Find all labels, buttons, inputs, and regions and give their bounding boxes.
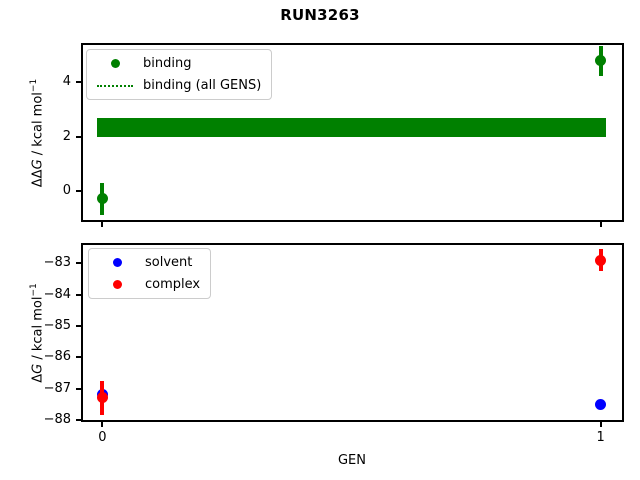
y-tick-mark	[76, 189, 81, 192]
y-tick-label: −88	[43, 411, 71, 427]
legend-label: binding	[143, 56, 192, 71]
y-tick-label: −86	[43, 349, 71, 365]
y-axis-label: ΔΔG / kcal mol−1	[29, 78, 46, 187]
y-tick-label: 0	[62, 182, 71, 198]
y-tick-mark	[76, 356, 81, 359]
y-tick-mark	[76, 262, 81, 265]
x-axis-label: GEN	[337, 453, 366, 468]
solvent-data-point	[595, 398, 607, 410]
y-tick-mark	[76, 418, 81, 421]
x-tick-label: 1	[596, 430, 605, 445]
x-tick-mark	[599, 422, 602, 427]
legend-item: solvent	[99, 254, 200, 271]
y-tick-label: −87	[43, 380, 71, 396]
dot-marker-icon	[112, 280, 122, 289]
y-tick-mark	[76, 293, 81, 296]
y-tick-mark	[76, 387, 81, 390]
legend-dotted-line-icon	[97, 84, 133, 87]
y-tick-label: −85	[43, 317, 71, 333]
legend-dot-icon	[99, 258, 135, 267]
x-tick-mark	[599, 222, 602, 227]
legend-item: binding (all GENS)	[97, 77, 261, 94]
dot-marker-icon	[112, 258, 122, 267]
complex-data-point	[96, 392, 108, 404]
y-tick-label: 2	[62, 128, 71, 144]
dot-marker-icon	[110, 59, 120, 68]
y-tick-mark	[76, 324, 81, 327]
binding-data-point	[595, 55, 607, 67]
y-tick-mark	[76, 135, 81, 138]
legend-label: complex	[145, 277, 201, 292]
x-tick-mark	[101, 422, 104, 427]
y-tick-label: 4	[62, 74, 71, 90]
legend-label: binding (all GENS)	[143, 78, 262, 93]
legend: binding binding (all GENS)	[86, 49, 273, 100]
dotted-line-icon	[97, 84, 133, 87]
figure-title: RUN3263	[280, 6, 360, 24]
legend-item: complex	[99, 276, 200, 293]
y-axis-label: ΔG / kcal mol−1	[29, 282, 46, 383]
legend-dot-icon	[99, 280, 135, 289]
legend-item: binding	[97, 55, 261, 72]
y-tick-label: −84	[43, 286, 71, 302]
all-gens-band	[97, 117, 606, 137]
legend-label: solvent	[145, 255, 193, 270]
x-tick-mark	[101, 222, 104, 227]
legend-dot-icon	[97, 59, 133, 68]
y-tick-label: −83	[43, 255, 71, 271]
x-tick-label: 0	[98, 430, 107, 445]
legend: solvent complex	[88, 248, 212, 299]
binding-data-point	[96, 193, 108, 205]
complex-data-point	[595, 254, 607, 266]
y-tick-mark	[76, 81, 81, 84]
